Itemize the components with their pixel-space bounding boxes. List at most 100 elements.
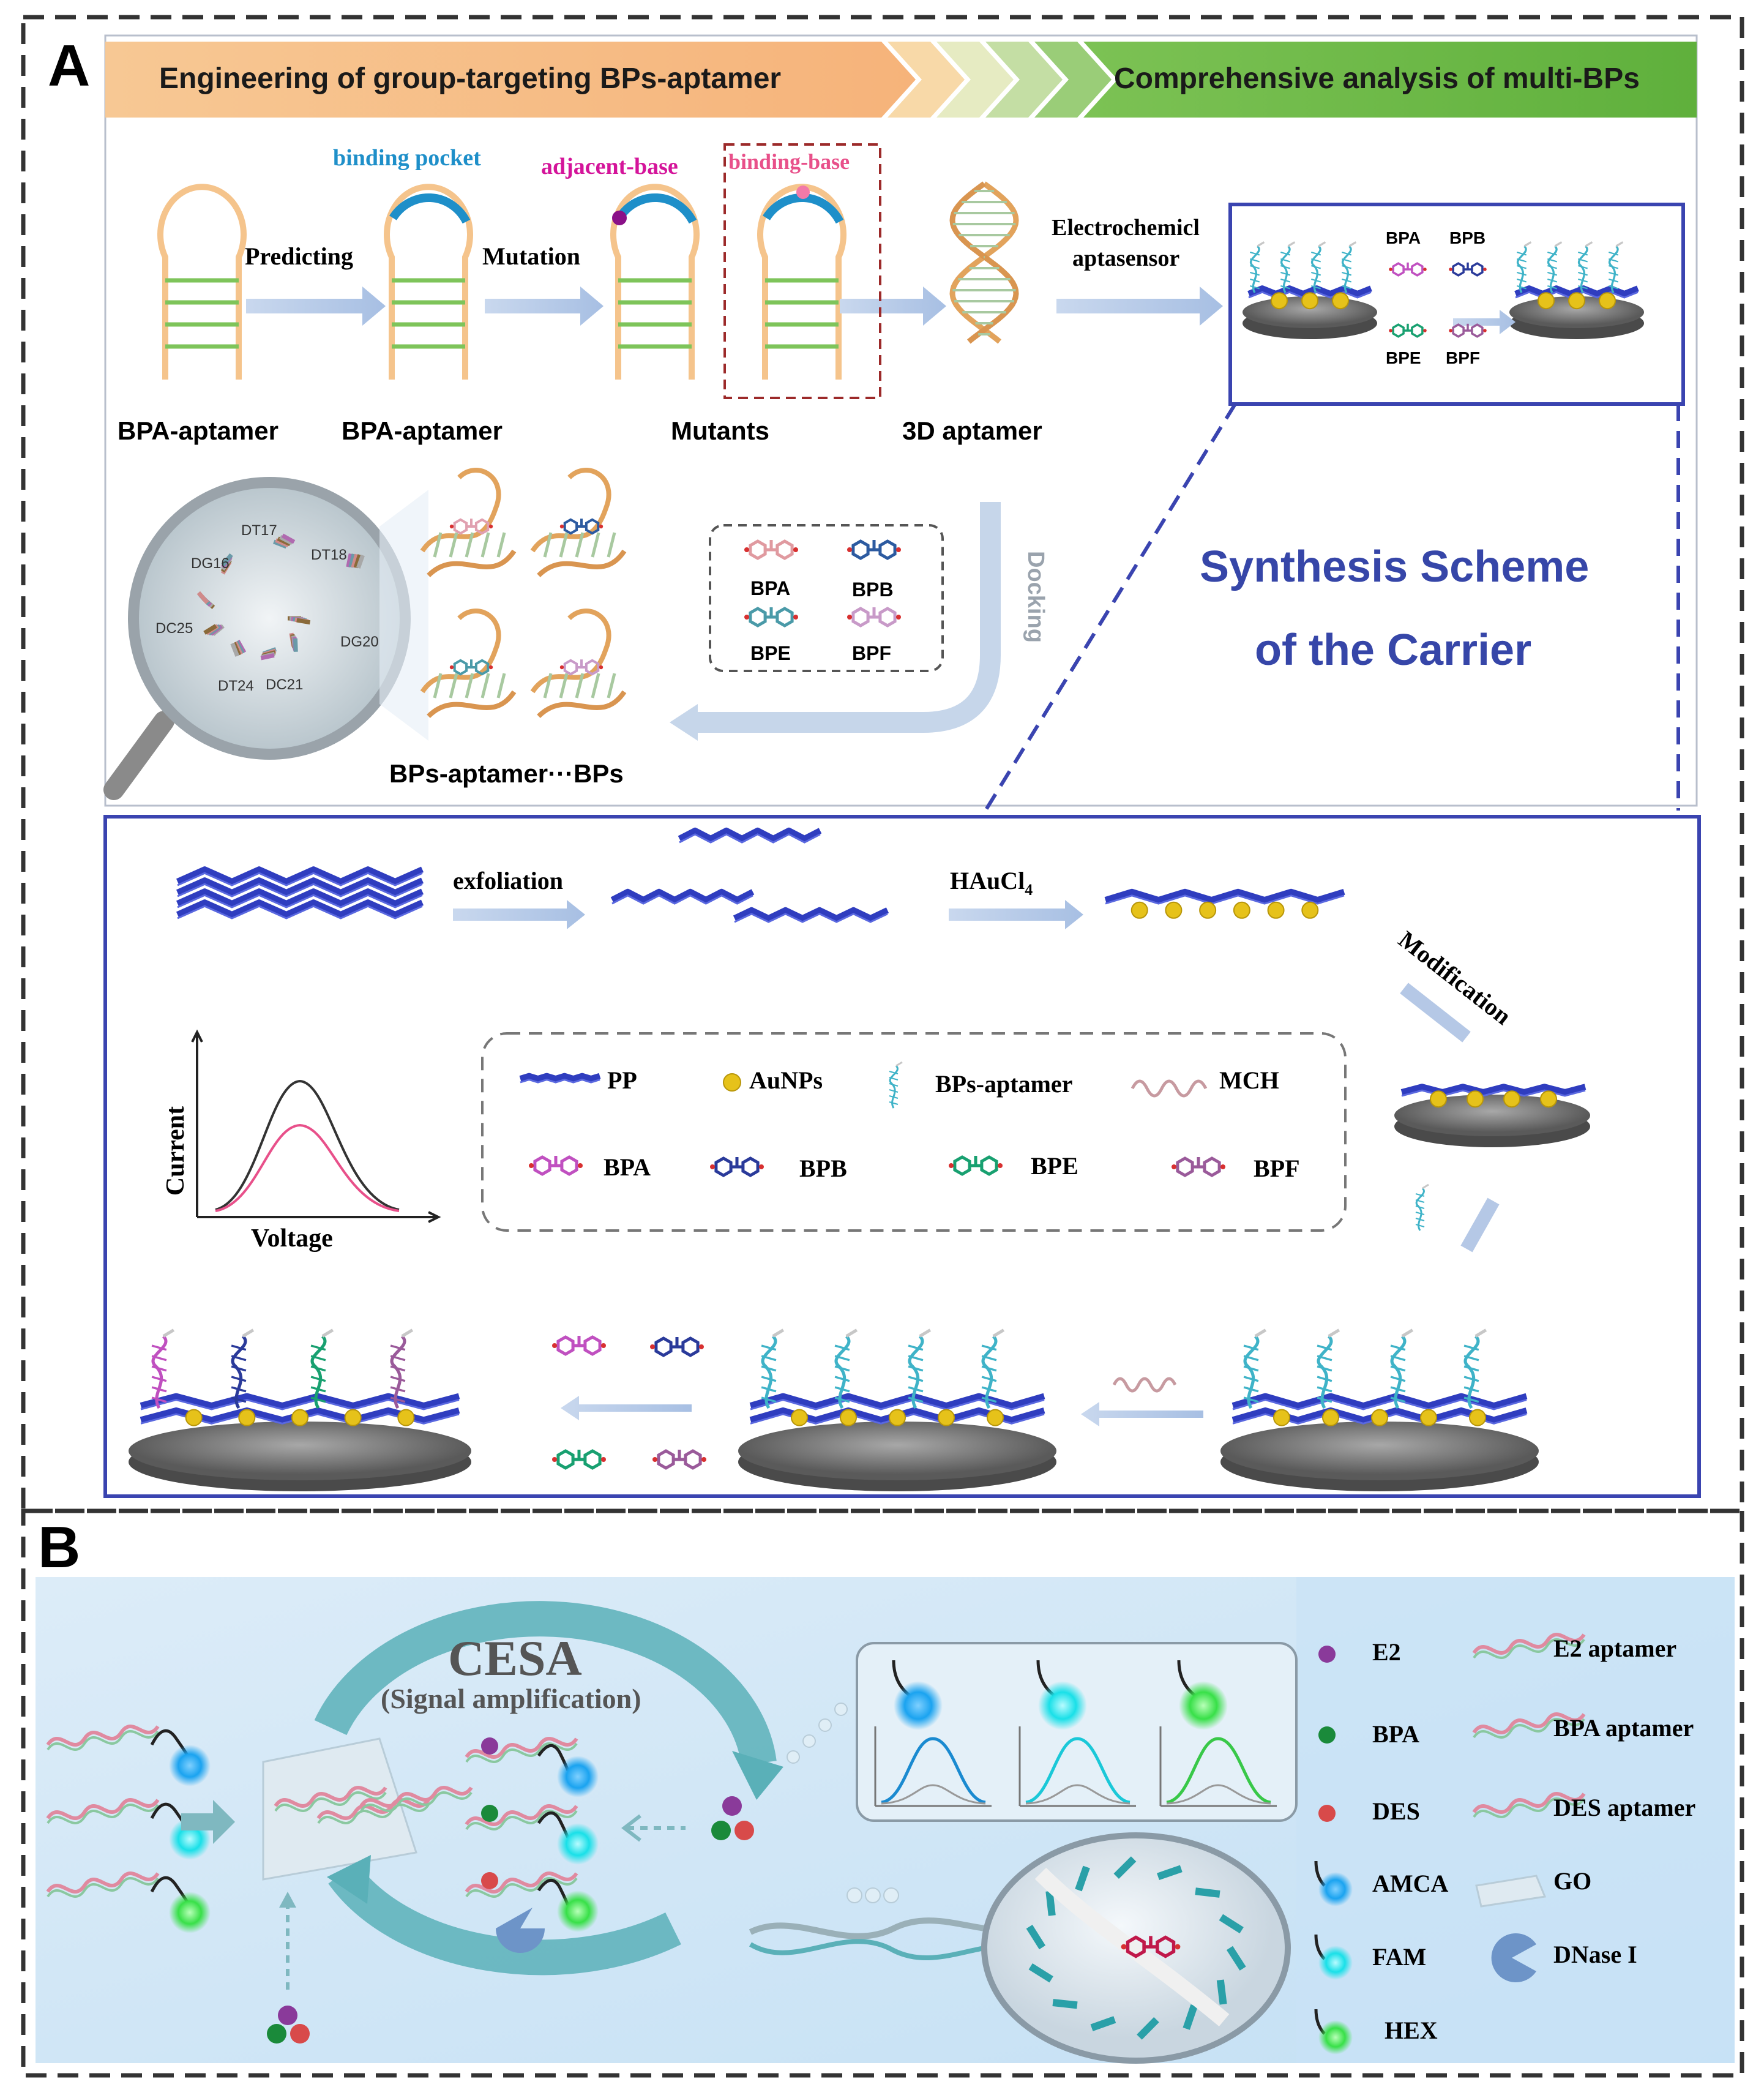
- benzene-ring: [741, 1156, 760, 1177]
- benzene-ring: [560, 1155, 578, 1176]
- oxygen: [1175, 1944, 1181, 1950]
- to-sensor-arrow: [1056, 287, 1223, 326]
- hairpin-1: [157, 184, 247, 380]
- pp-layer-shade: [177, 872, 423, 886]
- aptamer-base: [1463, 1386, 1479, 1393]
- benzene-ring: [657, 1449, 675, 1470]
- complex-ligand: [559, 518, 604, 535]
- oxygen: [1389, 329, 1392, 332]
- assembly-electrode: [1220, 1422, 1539, 1491]
- benzene-ring: [878, 607, 897, 628]
- carrier-legend-box: [481, 1032, 1347, 1232]
- sensor-aptamer: [1516, 241, 1532, 293]
- aptamer-base: [1390, 1365, 1406, 1372]
- assembly-aptamer: [761, 1328, 785, 1409]
- pp-layer: [1247, 285, 1372, 297]
- aptamer-tail: [1523, 241, 1532, 247]
- aptamer-base: [151, 1355, 167, 1362]
- binding-pocket-label: binding pocket: [333, 145, 481, 171]
- predicting-label: Predicting: [245, 242, 353, 270]
- aptamer-base: [1243, 1396, 1259, 1403]
- dock-mol-bpf: [847, 607, 901, 628]
- go-probe-pair: [360, 1791, 473, 1812]
- signal-box: [856, 1642, 1298, 1822]
- complex-base: [543, 673, 553, 699]
- complex-base: [591, 532, 600, 558]
- pp-layer: [733, 907, 889, 921]
- aunp: [397, 1409, 415, 1426]
- target-des: [290, 2024, 310, 2044]
- dnase-in-cycle: [496, 1908, 545, 1953]
- pp-layer: [678, 827, 822, 842]
- aptamer-strand: [1342, 245, 1352, 293]
- aunp: [840, 1409, 857, 1426]
- dock-mol-bpa: [744, 539, 798, 560]
- oxygen: [1423, 329, 1427, 332]
- sensor-aptamer: [1280, 241, 1296, 293]
- aptamer-base: [761, 1355, 777, 1362]
- aptamer-tail: [1401, 1328, 1414, 1338]
- bound-probe-pair: [465, 1742, 578, 1763]
- aptamer-base: [1516, 258, 1527, 263]
- modification-arrow: [1400, 983, 1471, 1043]
- aptamer-base: [834, 1386, 850, 1393]
- stick-bond: [281, 533, 296, 544]
- pp-layer-shade: [177, 883, 423, 897]
- aptamer-base: [1516, 271, 1527, 276]
- legend-fluorophore: [1318, 2020, 1353, 2055]
- aptamer-strand: [1250, 245, 1260, 293]
- benzene-ring: [556, 1335, 575, 1356]
- zoom-base: [1113, 1856, 1137, 1879]
- aptamer-base: [310, 1396, 326, 1403]
- residue-label: DT24: [218, 678, 254, 694]
- hairpin-strand: [610, 184, 700, 380]
- legend-go: GO: [1553, 1867, 1591, 1895]
- complex-base: [559, 532, 569, 558]
- aptamer-base: [1280, 258, 1291, 263]
- signal-dot: [787, 1750, 800, 1764]
- aptamer-base: [1341, 278, 1352, 283]
- sensor-label-bpf: BPF: [1446, 348, 1480, 367]
- aptamer-base: [151, 1376, 167, 1382]
- aptamer-tail: [1585, 241, 1593, 247]
- cesa-subtitle: (Signal amplification): [381, 1683, 641, 1714]
- aunp: [1267, 901, 1285, 919]
- legend-bpe-icon: [949, 1155, 1003, 1176]
- zoom-base: [1195, 1887, 1220, 1898]
- aunp: [1199, 901, 1217, 919]
- aptamer-base: [1317, 1386, 1332, 1393]
- sensor-aptamer: [1608, 241, 1624, 293]
- probe-aptamer-pair: [47, 1730, 159, 1751]
- aptamer-base: [151, 1396, 167, 1403]
- aptamer-3d-helix: [949, 181, 1019, 344]
- benzene-ring: [684, 1449, 702, 1470]
- residue-label: DG20: [340, 634, 379, 650]
- zoom-ligand: [1121, 1935, 1181, 1958]
- complex-base: [591, 673, 600, 699]
- sensor-arrow: [1453, 310, 1515, 334]
- aptamer-base: [1280, 271, 1291, 276]
- bulk-pp: [176, 866, 424, 920]
- aptamer-tail: [242, 1328, 255, 1338]
- cesa-arc-bottom-head: [327, 1855, 371, 1904]
- sensor-mol-bpf: [1449, 323, 1487, 338]
- bound-fluorophore: [557, 1756, 599, 1797]
- oxygen: [744, 615, 749, 620]
- aptamer-base: [1243, 1365, 1259, 1372]
- aptamer-base: [908, 1386, 924, 1393]
- target-add-head: [279, 1892, 296, 1908]
- aptamer-base: [1415, 1193, 1425, 1197]
- complex-base: [496, 673, 506, 699]
- aptamer-base: [1249, 264, 1260, 269]
- legend-amca: AMCA: [1372, 1870, 1449, 1897]
- benzene-ring: [714, 1156, 733, 1177]
- aunp: [1332, 292, 1349, 310]
- aptamer-base: [1243, 1355, 1259, 1362]
- oxygen: [449, 524, 454, 529]
- electrode-top: [1394, 1095, 1590, 1136]
- zoom-base: [1157, 1865, 1183, 1881]
- signal-peak: [881, 1737, 986, 1804]
- aptamer-base: [1310, 264, 1321, 269]
- aptamer-base: [390, 1396, 406, 1403]
- aunp: [1371, 1409, 1388, 1426]
